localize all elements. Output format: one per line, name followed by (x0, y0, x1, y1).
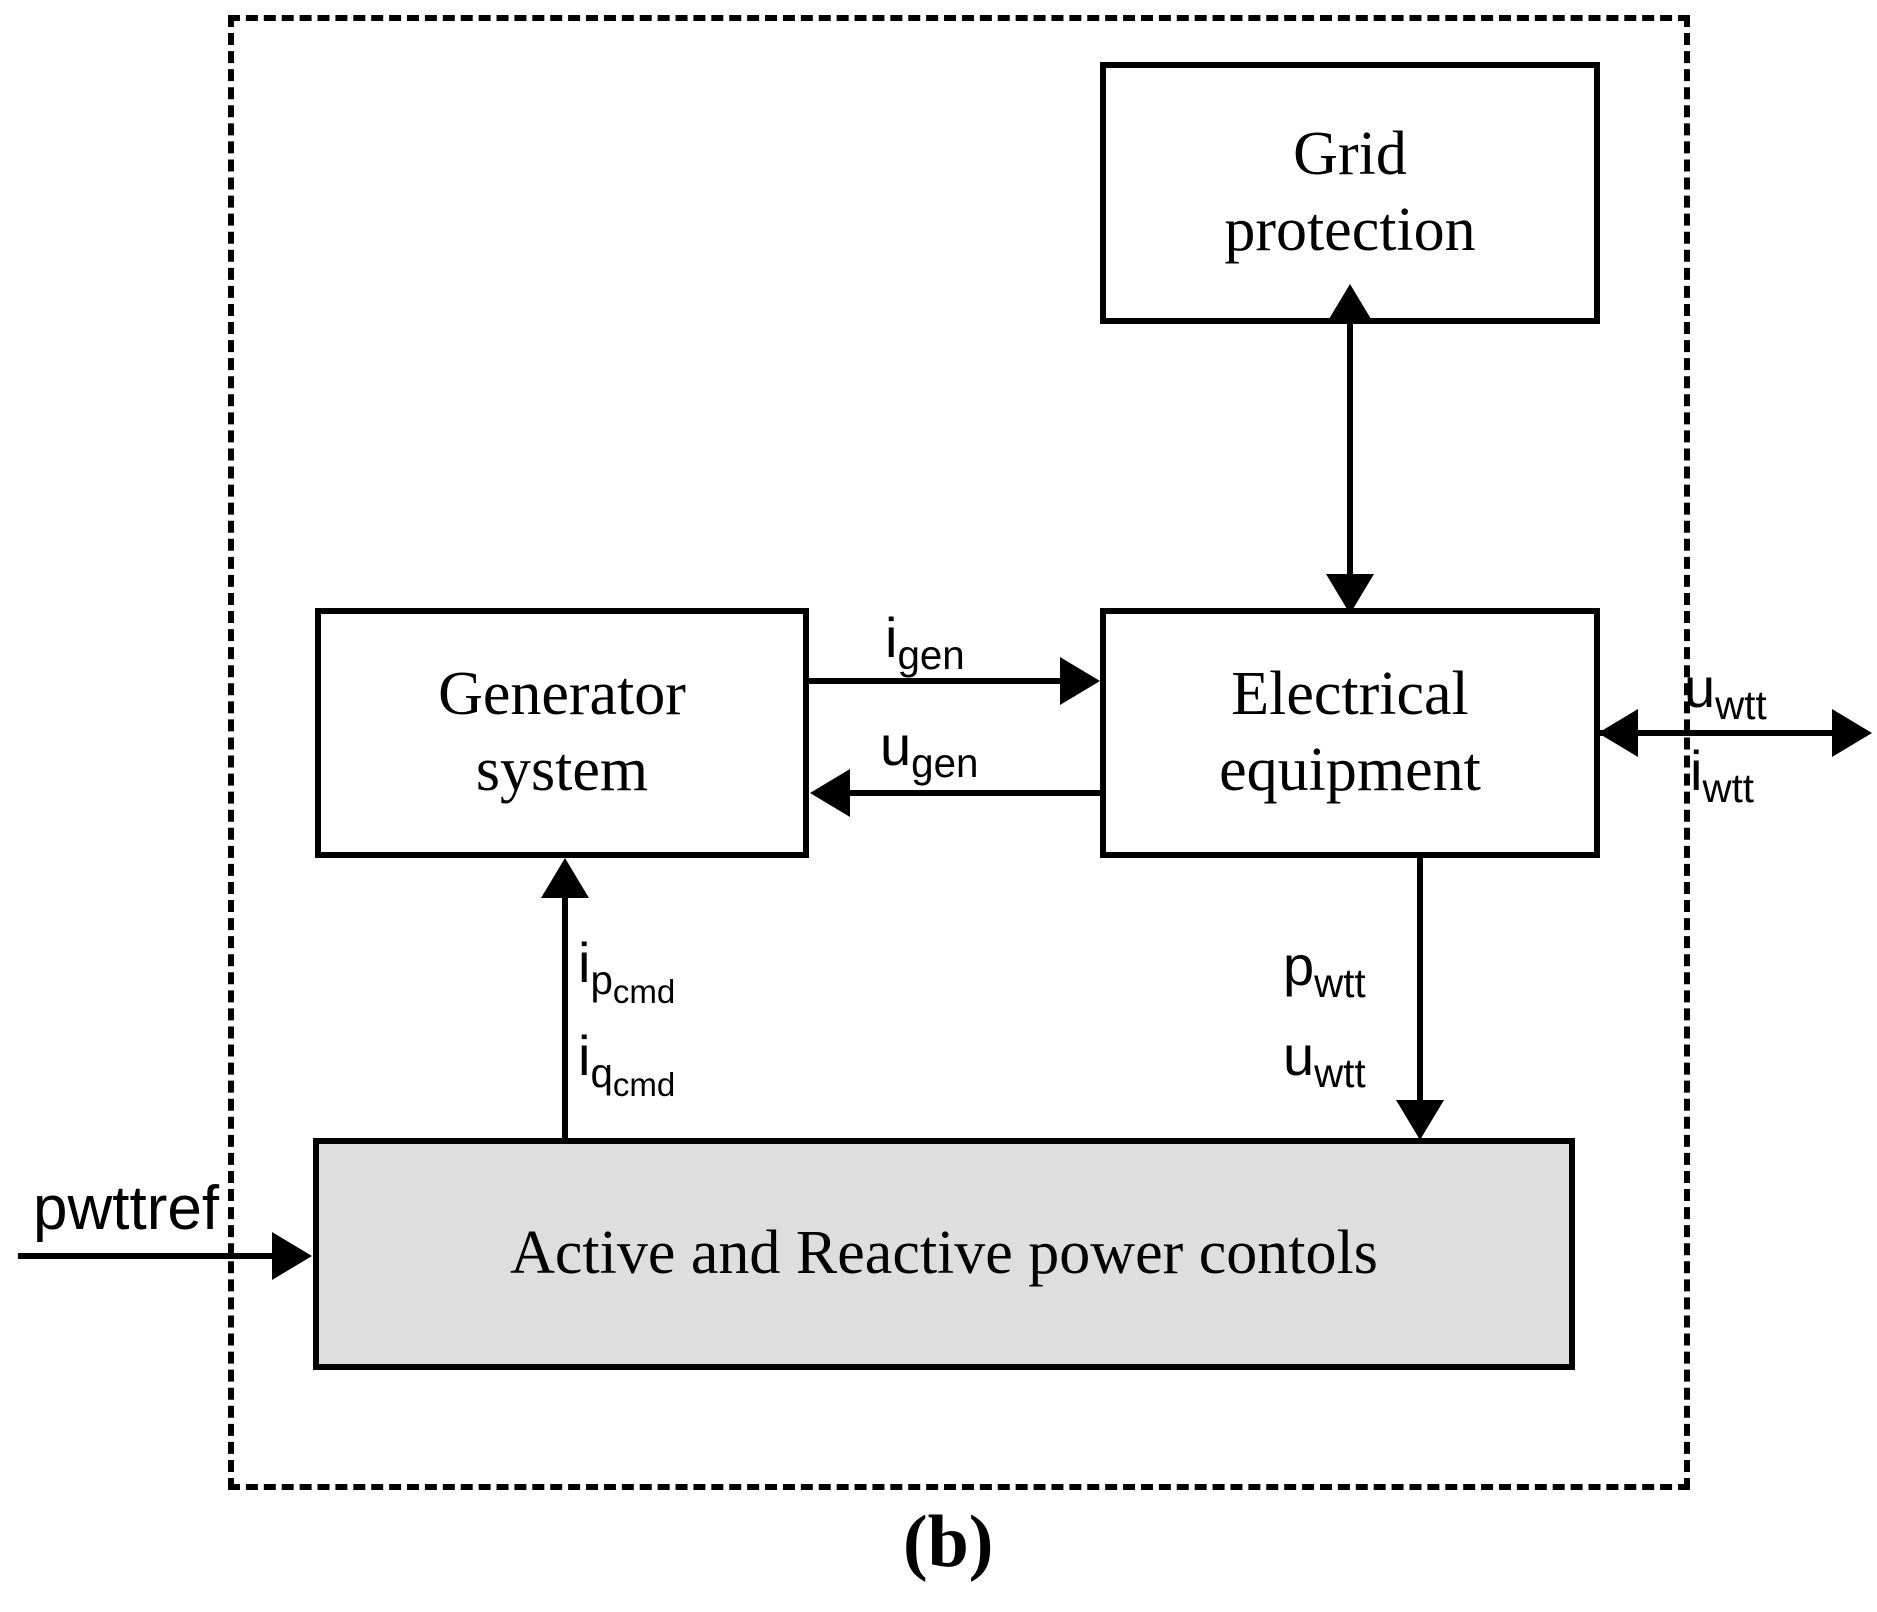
connector-i-gen (809, 678, 1065, 684)
signal-label-i-gen: igen (885, 610, 965, 676)
arrowhead-up-to-generator-system (541, 858, 589, 898)
signal-label-i-wtt-terminal: iwtt (1690, 743, 1754, 809)
signal-base-i-gen: i (885, 606, 898, 669)
signal-subsub-i-p-cmd: cmd (612, 973, 676, 1011)
signal-label-p-wtt: pwtt (1283, 938, 1366, 1004)
signal-label-u-wtt-feedback: uwtt (1283, 1028, 1366, 1094)
signal-label-i-p-cmd: ipcmd (578, 935, 675, 1009)
signal-label-u-wtt-terminal: uwtt (1684, 660, 1767, 726)
signal-sub-u-wtt-feedback: wtt (1314, 1050, 1366, 1097)
signal-sub-i-p-cmd: pcmd (590, 957, 676, 1011)
signal-sub-u-gen: gen (911, 740, 979, 787)
block-generator-system[interactable]: Generator system (315, 608, 809, 858)
wind-turbine-boundary (228, 15, 1690, 1490)
connector-current-commands (562, 898, 568, 1140)
arrowhead-left-to-electrical-equipment (1598, 709, 1638, 757)
figure-caption: (b) (903, 1501, 994, 1583)
signal-base-u-wtt-terminal: u (1684, 656, 1716, 719)
block-electrical-equipment[interactable]: Electrical equipment (1100, 608, 1600, 858)
connector-wtt-terminal (1600, 730, 1840, 736)
connector-p-u-wtt (1417, 858, 1423, 1108)
block-power-controls[interactable]: Active and Reactive power contols (313, 1138, 1575, 1370)
signal-base-pwttref: pwttref (33, 1174, 220, 1243)
signal-sub-u-wtt-terminal: wtt (1715, 682, 1767, 729)
signal-sub-i-wtt-terminal: wtt (1702, 765, 1754, 812)
signal-base-u-gen: u (880, 714, 912, 777)
arrowhead-i-gen (1060, 657, 1100, 705)
signal-base-i-p-cmd: i (578, 931, 591, 994)
connector-protection-equipment (1347, 324, 1353, 614)
signal-label-pwttref: pwttref (33, 1178, 219, 1240)
signal-sub-i-q-cmd: qcmd (590, 1050, 676, 1104)
signal-sub-p-wtt: wtt (1314, 960, 1366, 1007)
arrowhead-down-to-electrical-equipment (1326, 574, 1374, 614)
arrowhead-u-gen (810, 769, 850, 817)
signal-label-i-q-cmd: iqcmd (578, 1028, 675, 1102)
signal-base-p-wtt: p (1283, 934, 1315, 997)
connector-pwttref (18, 1253, 278, 1259)
signal-label-u-gen: ugen (880, 718, 978, 784)
signal-base-i-q-cmd: i (578, 1024, 591, 1087)
signal-subsub-i-q-cmd: cmd (612, 1066, 676, 1104)
signal-sub-i-gen: gen (897, 632, 965, 679)
connector-u-gen (850, 790, 1105, 796)
arrowhead-right-wtt-terminal (1832, 709, 1872, 757)
arrowhead-pwttref (272, 1232, 312, 1280)
arrowhead-up-to-grid-protection (1326, 284, 1374, 324)
arrowhead-down-to-power-controls (1396, 1100, 1444, 1140)
signal-base-i-wtt-terminal: i (1690, 739, 1703, 802)
signal-base-u-wtt-feedback: u (1283, 1024, 1315, 1087)
